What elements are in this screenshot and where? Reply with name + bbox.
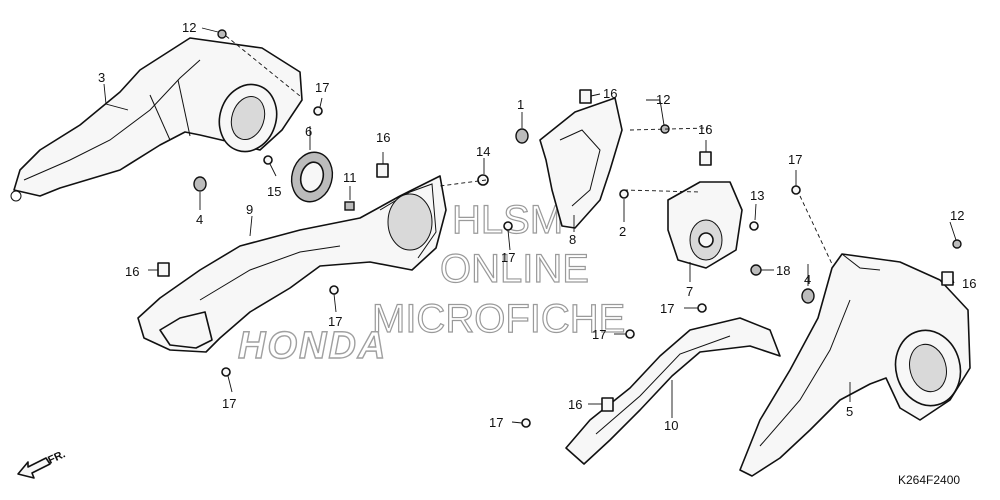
part-17-screw-e: [221, 367, 231, 377]
part-2-collar: [619, 189, 629, 199]
part-4-grommet-left: [193, 176, 207, 192]
callouts: 1 2 3 4 4 5 6 7 8 9 10 11 12 12 12 13 14…: [98, 20, 976, 433]
part-16-clip-b: [157, 262, 170, 277]
part-17-screw-g: [625, 329, 635, 339]
part-9-left-lower-cover: [137, 175, 447, 353]
part-17-screw-b: [791, 185, 801, 195]
part-17-screw-h: [521, 418, 531, 428]
part-6-grommet-ring: [290, 151, 334, 203]
part-17-screw-d: [329, 285, 339, 295]
callout-18: 18: [776, 263, 790, 278]
callout-9: 9: [246, 202, 253, 217]
hardware: [157, 29, 962, 428]
front-label: FR.: [46, 448, 67, 466]
callout-10: 10: [664, 418, 678, 433]
callout-4-right: 4: [804, 272, 811, 287]
part-5-right-cover: [739, 253, 971, 477]
part-8-center-bracket: [539, 97, 623, 229]
part-11-nut: [344, 201, 355, 211]
callout-14: 14: [476, 144, 490, 159]
part-17-screw-a: [313, 106, 323, 116]
watermark: HLSM ONLINE MICROFICHE HONDA: [237, 197, 626, 367]
callout-17-c: 17: [501, 250, 515, 265]
part-7-round-unit: [667, 181, 743, 269]
part-15-collar: [263, 155, 273, 165]
leader-lines: [103, 27, 957, 424]
callout-1: 1: [517, 97, 524, 112]
callout-12-left: 12: [182, 20, 196, 35]
part-12-bolt-c: [952, 239, 962, 249]
callout-3: 3: [98, 70, 105, 85]
callout-17-a: 17: [315, 80, 329, 95]
callout-17-e: 17: [222, 396, 236, 411]
callout-2: 2: [619, 224, 626, 239]
watermark-line-3: MICROFICHE: [372, 297, 625, 341]
callout-12-center: 12: [656, 92, 670, 107]
callout-16-d: 16: [698, 122, 712, 137]
part-1-grommet: [515, 128, 529, 144]
part-18-bolt: [750, 264, 762, 276]
callout-16-e: 16: [962, 276, 976, 291]
callout-17-d: 17: [328, 314, 342, 329]
part-16-clip-c: [579, 89, 592, 104]
part-12-bolt-a: [217, 29, 227, 39]
callout-6: 6: [305, 124, 312, 139]
callout-16-b: 16: [125, 264, 139, 279]
watermark-line-2: ONLINE: [440, 247, 589, 291]
diagram-code: K264F2400: [898, 473, 960, 487]
callout-8: 8: [569, 232, 576, 247]
callout-15: 15: [267, 184, 281, 199]
callout-16-a: 16: [376, 130, 390, 145]
part-4-grommet-right: [801, 288, 815, 304]
part-13-screw: [749, 221, 759, 231]
callout-17-b: 17: [788, 152, 802, 167]
callout-16-f: 16: [568, 397, 582, 412]
front-arrow-icon: [17, 457, 51, 479]
callout-12-right: 12: [950, 208, 964, 223]
part-16-clip-a: [376, 163, 389, 178]
callout-4-left: 4: [196, 212, 203, 227]
callout-7: 7: [686, 284, 693, 299]
callout-16-c: 16: [603, 86, 617, 101]
callout-13: 13: [750, 188, 764, 203]
front-direction-indicator: FR.: [17, 448, 67, 479]
callout-5: 5: [846, 404, 853, 419]
watermark-brand: HONDA: [238, 325, 387, 367]
watermark-line-1: HLSM: [452, 198, 563, 242]
callout-17-f: 17: [660, 301, 674, 316]
part-3-left-upper-cover: [10, 37, 303, 202]
part-16-clip-f: [601, 397, 614, 412]
part-17-screw-f: [697, 303, 707, 313]
callout-17-h: 17: [489, 415, 503, 430]
callout-17-g: 17: [592, 327, 606, 342]
part-17-screw-c: [503, 221, 513, 231]
callout-11: 11: [343, 170, 357, 185]
part-16-clip-e: [941, 271, 954, 286]
part-10-lower-center-cover: [565, 317, 781, 465]
part-16-clip-d: [699, 151, 712, 166]
